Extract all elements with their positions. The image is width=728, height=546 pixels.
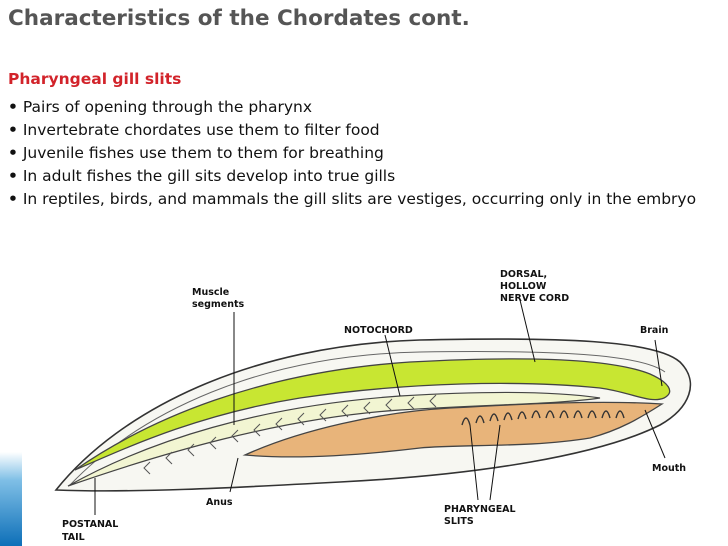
gill-slit: [545, 410, 555, 419]
bullet-text: Invertebrate chordates use them to filte…: [22, 121, 380, 139]
slide-accent-bar: [0, 452, 22, 546]
bullet-item: • Pairs of opening through the pharynx: [8, 96, 708, 119]
gill-slit: [559, 410, 569, 419]
body-inner-outline: [69, 351, 666, 486]
muscle-chevron: [253, 423, 261, 437]
label-dorsal-3: NERVE CORD: [500, 293, 569, 304]
gill-slit: [503, 412, 513, 421]
muscle-chevron: [275, 417, 283, 431]
label-muscle-segments-2: segments: [192, 299, 245, 310]
leader-mouth: [644, 409, 666, 459]
muscle-chevron: [341, 404, 349, 418]
bullet-text: In adult fishes the gill sits develop in…: [22, 167, 396, 185]
gill-slit: [461, 417, 471, 426]
section-heading: Pharyngeal gill slits: [8, 70, 182, 88]
gill-slit: [615, 410, 625, 419]
bullet-text: Pairs of opening through the pharynx: [22, 98, 313, 116]
bullet-dot: •: [8, 121, 18, 139]
gill-slit: [489, 413, 499, 422]
gill-slit: [475, 415, 485, 424]
leader-brain: [654, 339, 663, 387]
bullet-item: • In adult fishes the gill sits develop …: [8, 165, 708, 188]
label-dorsal-1: DORSAL,: [500, 269, 547, 280]
muscle-chevron: [385, 398, 393, 412]
muscle-chevron: [297, 412, 305, 426]
muscle-segments: [143, 394, 437, 475]
nerve-cord: [74, 358, 671, 471]
gill-slit: [573, 410, 583, 419]
slide-title: Characteristics of the Chordates cont.: [8, 6, 470, 31]
gill-slit: [517, 411, 527, 420]
leader-anus: [229, 457, 239, 493]
muscle-chevron: [187, 443, 195, 457]
bullet-dot: •: [8, 144, 18, 162]
muscle-chevron: [209, 436, 217, 450]
gill-slit: [601, 410, 611, 419]
leader-notochord: [384, 334, 401, 397]
notochord: [67, 391, 601, 487]
bullet-list: • Pairs of opening through the pharynx •…: [8, 96, 708, 211]
bullet-item: • Invertebrate chordates use them to fil…: [8, 119, 708, 142]
bullet-item: • In reptiles, birds, and mammals the gi…: [8, 188, 708, 211]
label-brain: Brain: [640, 325, 669, 336]
label-anus: Anus: [206, 497, 233, 508]
label-postanal-1: POSTANAL: [62, 519, 118, 530]
muscle-chevron: [165, 451, 173, 465]
leader-slits-2: [489, 424, 501, 501]
muscle-chevron: [407, 396, 415, 410]
bullet-dot: •: [8, 190, 18, 208]
gut: [242, 401, 665, 458]
muscle-chevron: [231, 429, 239, 443]
label-dorsal-2: HOLLOW: [500, 281, 547, 292]
bullet-dot: •: [8, 98, 18, 116]
muscle-chevron: [429, 394, 437, 408]
leader-slits-1: [469, 424, 479, 501]
gill-slit: [531, 410, 541, 419]
leader-lines: [94, 299, 666, 515]
pharyngeal-slits: [461, 410, 625, 426]
bullet-item: • Juvenile fishes use them to them for b…: [8, 142, 708, 165]
label-notochord: NOTOCHORD: [344, 325, 413, 336]
gill-slit: [587, 410, 597, 419]
label-pharyngeal-2: SLITS: [444, 516, 474, 527]
label-pharyngeal-1: PHARYNGEAL: [444, 504, 516, 515]
bullet-dot: •: [8, 167, 18, 185]
muscle-chevron: [363, 401, 371, 415]
bullet-text: Juvenile fishes use them to them for bre…: [22, 144, 384, 162]
label-mouth: Mouth: [652, 463, 686, 474]
label-muscle-segments-1: Muscle: [192, 287, 229, 298]
leader-dorsal: [519, 299, 536, 363]
bullet-text: In reptiles, birds, and mammals the gill…: [22, 190, 697, 208]
muscle-chevron: [143, 461, 151, 475]
label-postanal-2: TAIL: [62, 532, 85, 543]
muscle-chevron: [319, 408, 327, 422]
